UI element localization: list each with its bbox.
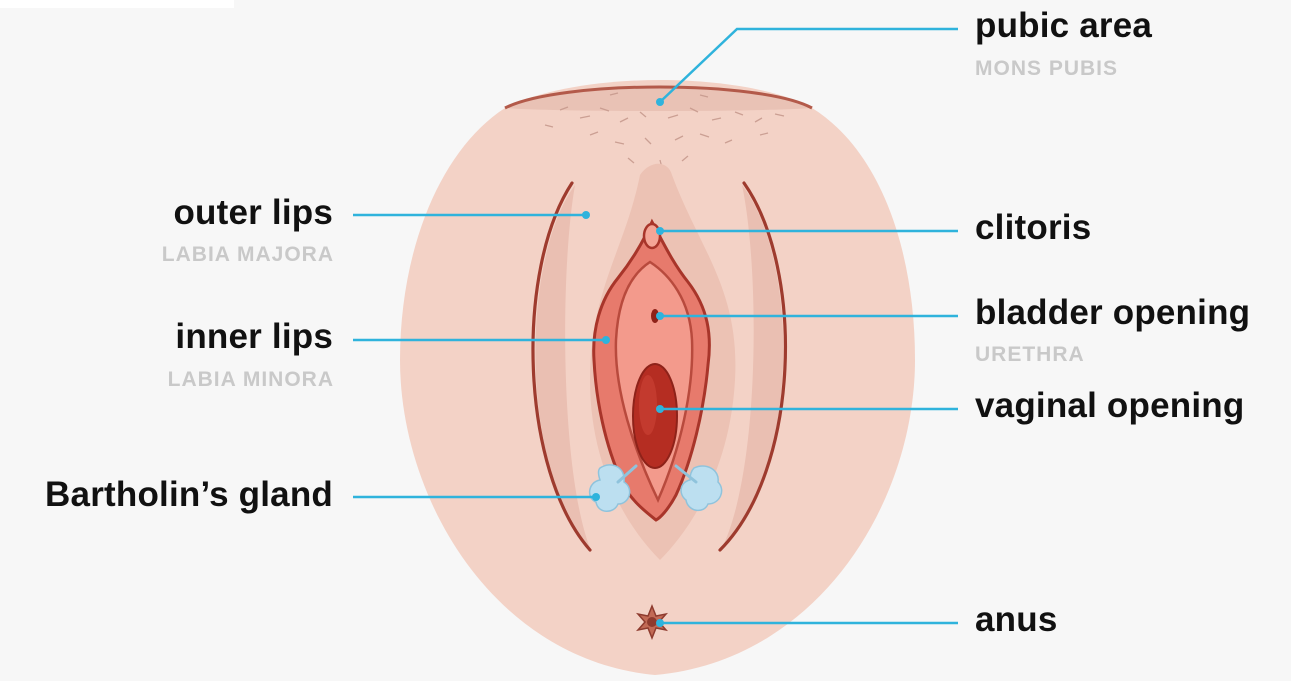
label-vaginal-opening: vaginal opening xyxy=(975,386,1244,426)
term-labia-minora: LABIA MINORA xyxy=(168,368,334,392)
term-labia-majora: LABIA MAJORA xyxy=(162,243,334,267)
vaginal-opening-highlight xyxy=(639,375,657,435)
clitoris-glans xyxy=(644,224,660,248)
label-anus: anus xyxy=(975,600,1058,640)
label-outer-lips: outer lips xyxy=(173,193,333,233)
term-mons-pubis: MONS PUBIS xyxy=(975,57,1118,81)
label-pubic-area: pubic area xyxy=(975,6,1152,46)
term-urethra: URETHRA xyxy=(975,343,1085,367)
label-bartholins-gland: Bartholin’s gland xyxy=(45,475,333,515)
label-inner-lips: inner lips xyxy=(175,317,333,357)
label-clitoris: clitoris xyxy=(975,208,1091,248)
label-bladder-opening: bladder opening xyxy=(975,293,1250,333)
